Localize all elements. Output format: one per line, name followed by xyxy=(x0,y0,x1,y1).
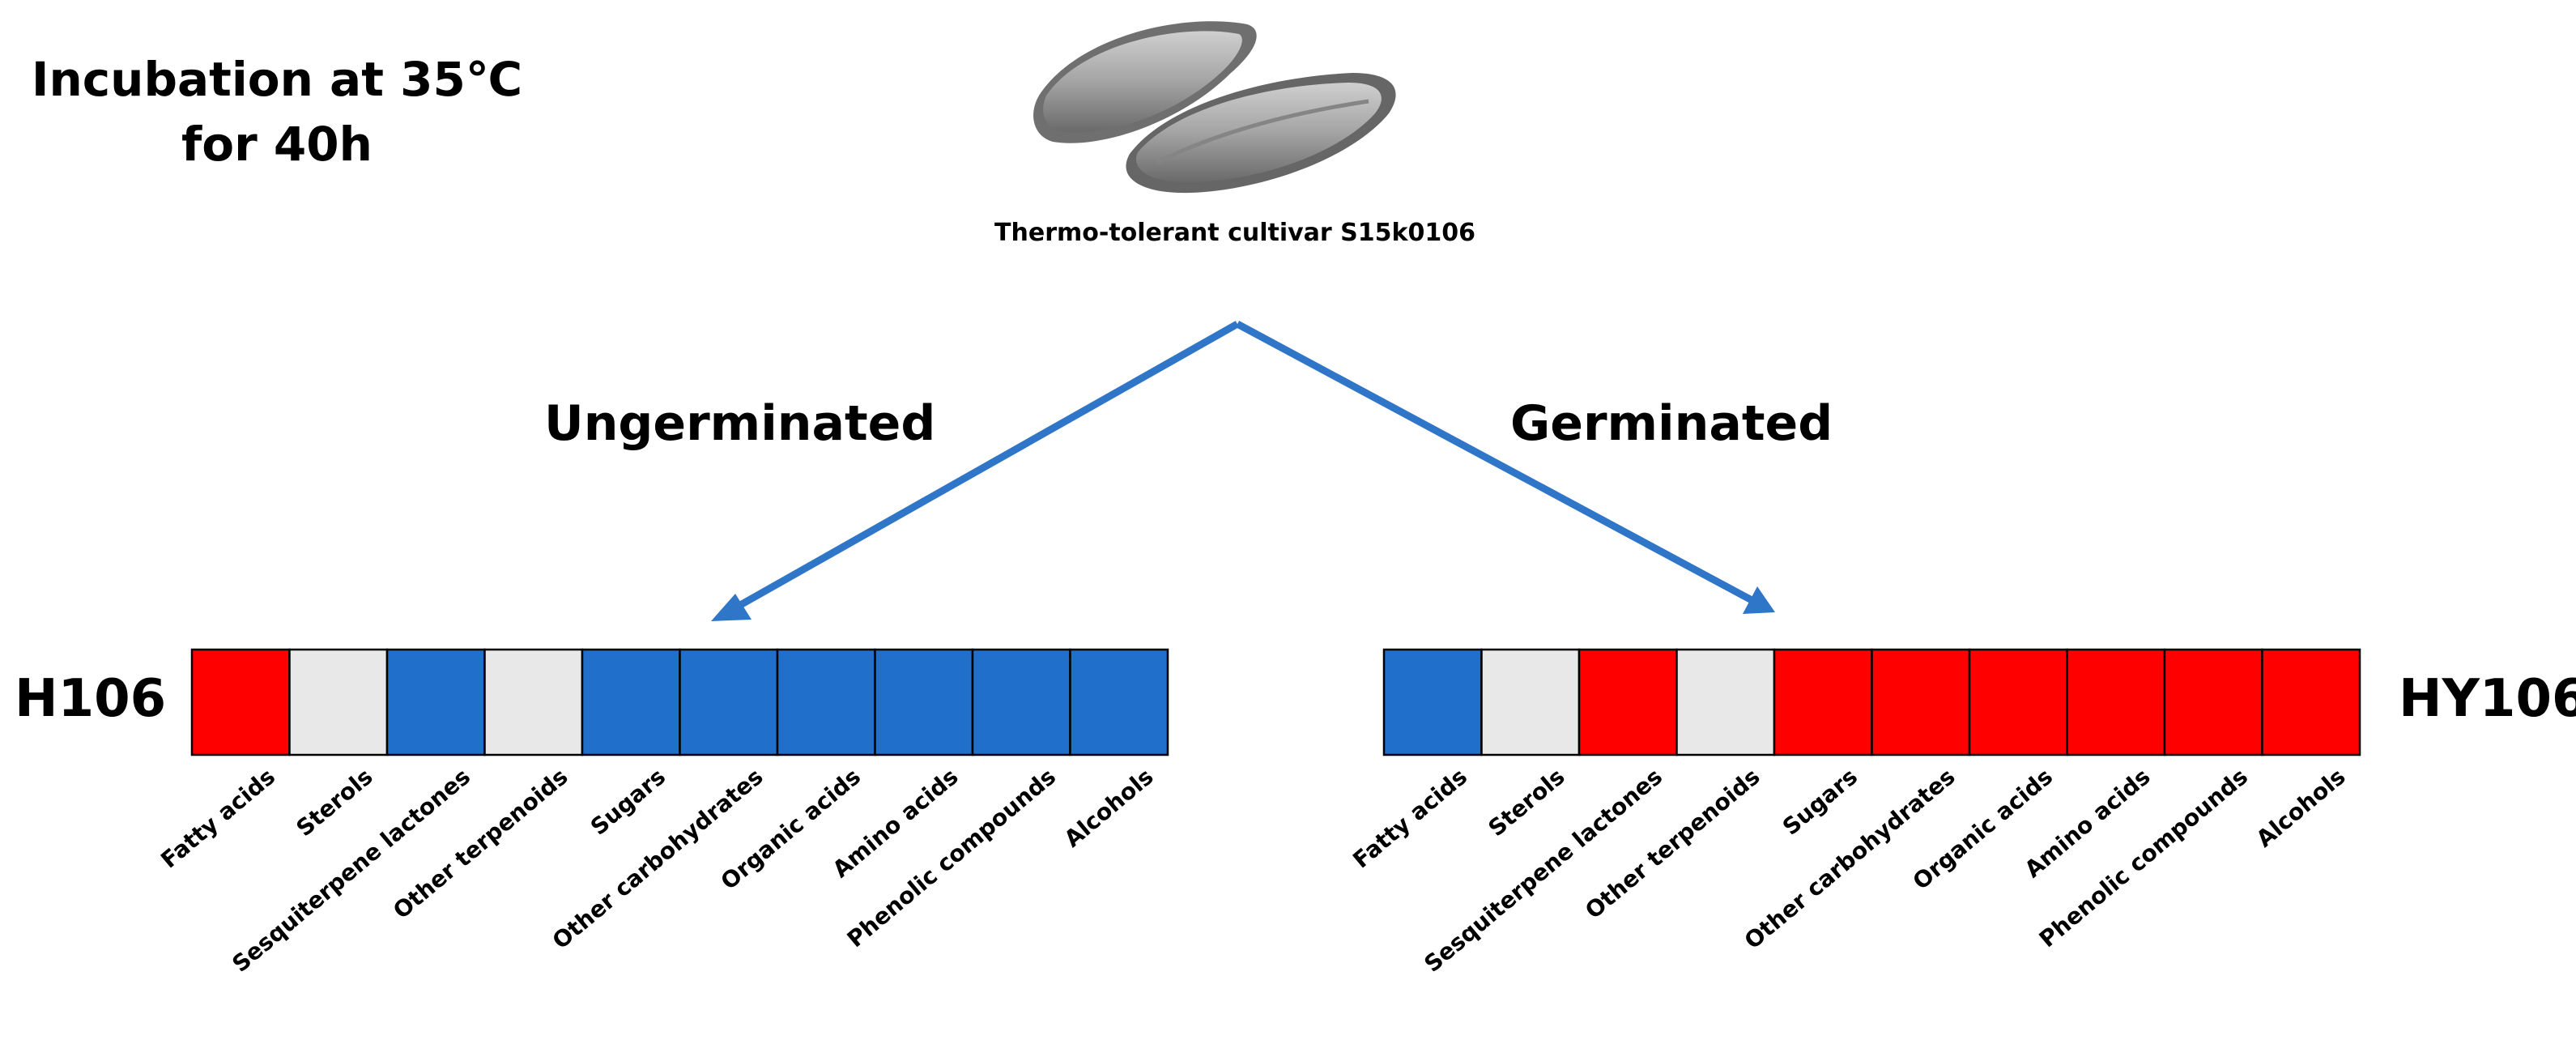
hy106-cell-alcohols xyxy=(2261,648,2361,756)
h106-category-label: Sterols xyxy=(292,763,378,842)
branch-arrows xyxy=(711,321,1775,621)
branch-label-germinated: Germinated xyxy=(1510,395,1833,452)
h106-cell-alcohols xyxy=(1069,648,1169,756)
hy106-category-label: Other terpenoids xyxy=(1580,763,1765,924)
arrowhead-right xyxy=(1743,586,1775,614)
hy106-cell-amino-acids xyxy=(2066,648,2166,756)
branch-label-ungerminated: Ungerminated xyxy=(544,395,936,452)
h106-cell-amino-acids xyxy=(874,648,974,756)
sample-label-left: H106 xyxy=(15,669,167,729)
hy106-cell-sesquiterpene-lactones xyxy=(1578,648,1678,756)
h106-category-label: Fatty acids xyxy=(155,763,280,873)
h106-category-label: Alcohols xyxy=(1059,763,1159,852)
hy106-category-label: Sterols xyxy=(1484,763,1570,842)
seed-icon-front xyxy=(1126,73,1396,194)
hy106-cell-sugars xyxy=(1773,648,1873,756)
seed-icon-back xyxy=(1033,21,1257,143)
incubation-title: Incubation at 35℃ for 40h xyxy=(18,47,536,177)
h106-cell-sesquiterpene-lactones xyxy=(385,648,486,756)
h106-category-label: Sugars xyxy=(585,763,671,841)
hy106-cell-organic-acids xyxy=(1968,648,2068,756)
h106-category-label: Other terpenoids xyxy=(388,763,573,924)
h106-cell-phenolic-compounds xyxy=(971,648,1071,756)
hy106-cell-other-terpenoids xyxy=(1675,648,1776,756)
hy106-cell-other-carbohydrates xyxy=(1871,648,1971,756)
incubation-title-line-1: Incubation at 35℃ xyxy=(31,52,523,107)
hy106-cell-sterols xyxy=(1480,648,1581,756)
incubation-title-line-2: for 40h xyxy=(181,117,373,172)
h106-cell-other-carbohydrates xyxy=(679,648,779,756)
arrow-right xyxy=(1235,321,1756,604)
hy106-category-label: Fatty acids xyxy=(1348,763,1472,873)
arrow-left xyxy=(726,321,1240,615)
h106-cell-other-terpenoids xyxy=(483,648,584,756)
h106-cell-organic-acids xyxy=(776,648,876,756)
sample-label-right: HY106 xyxy=(2399,669,2576,729)
h106-cell-sterols xyxy=(288,648,389,756)
seeds-illustration xyxy=(1033,21,1396,194)
hy106-category-label: Sugars xyxy=(1778,763,1863,841)
hy106-category-label: Alcohols xyxy=(2251,763,2351,852)
hy106-cell-fatty-acids xyxy=(1382,648,1483,756)
h106-cell-fatty-acids xyxy=(190,648,291,756)
h106-cell-sugars xyxy=(581,648,681,756)
cultivar-label: Thermo-tolerant cultivar S15k0106 xyxy=(994,219,1475,247)
hy106-cell-phenolic-compounds xyxy=(2163,648,2263,756)
arrowhead-left xyxy=(711,594,752,621)
